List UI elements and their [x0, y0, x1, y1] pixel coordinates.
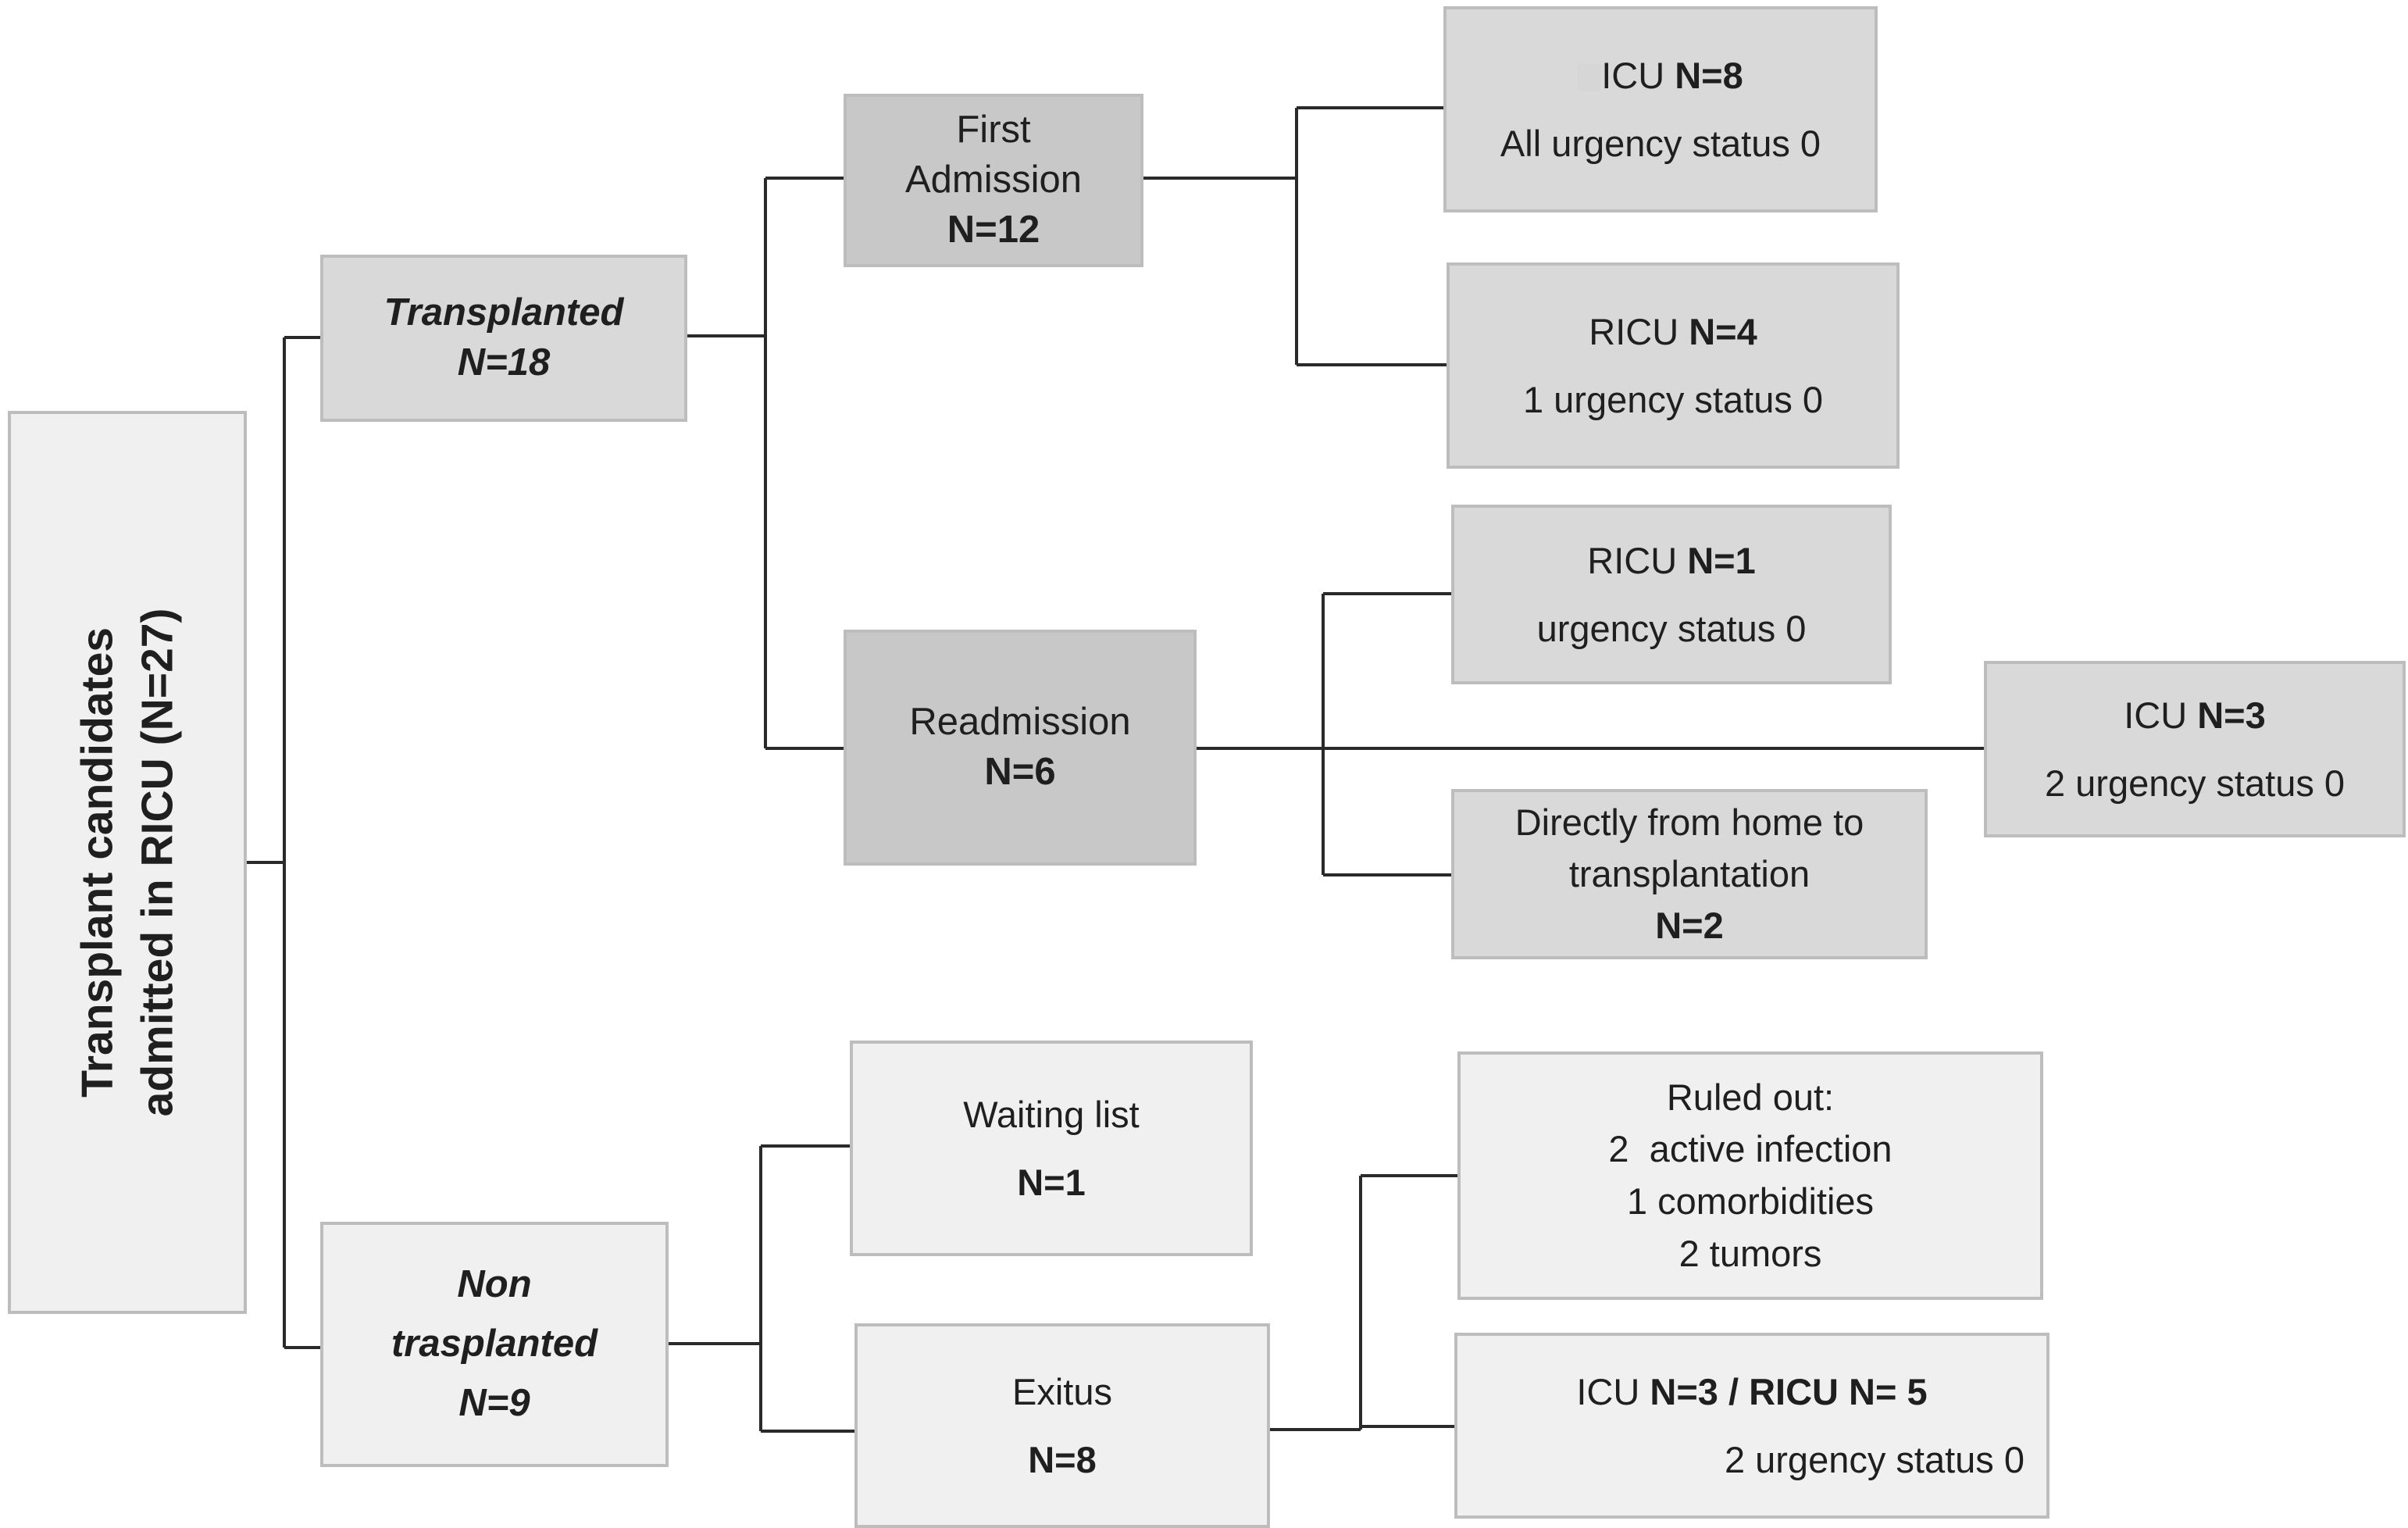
readmission-home-count: N=2: [1655, 904, 1724, 946]
transplanted-count: N=18: [457, 341, 551, 384]
non-transplanted-line2: trasplanted: [391, 1323, 598, 1366]
readmission-ricu-node: RICU N=1 urgency status 0: [1451, 505, 1892, 684]
first-admission-ricu-node: RICU N=4 1 urgency status 0: [1447, 262, 1900, 469]
exitus-icu-ricu-node: ICU N=3 / RICU N= 5 2 urgency status 0: [1454, 1333, 2049, 1519]
readmission-icu-detail: 2 urgency status 0: [2044, 762, 2346, 804]
first-admission-ricu-count: N=4: [1689, 310, 1757, 352]
ruled-out-reason: 1 comorbidities: [1626, 1180, 1875, 1222]
first-admission-line2: Admission: [904, 159, 1083, 202]
readmission-ricu-detail: urgency status 0: [1536, 608, 1807, 649]
non-transplanted-line1: Non: [457, 1263, 532, 1306]
non-transplanted-count: N=9: [458, 1381, 530, 1424]
readmission-node: Readmission N=6: [844, 630, 1197, 866]
connector-exitus: [1267, 1174, 1461, 1431]
root-label-line1: Transplant candidates: [72, 627, 123, 1098]
exitus-node: Exitus N=8: [854, 1323, 1270, 1528]
root-label: Transplant candidates admitted in RICU (…: [67, 609, 187, 1117]
first-admission-count: N=12: [947, 208, 1040, 251]
exitus-icu-unit: ICU: [1576, 1370, 1640, 1412]
ruled-out-node: Ruled out: 2 active infection 1 comorbid…: [1457, 1051, 2043, 1300]
first-admission-icu-unit: ICU: [1601, 54, 1665, 96]
connector-transplanted: [685, 177, 847, 750]
waiting-list-node: Waiting list N=1: [850, 1041, 1253, 1256]
first-admission-icu-detail: All urgency status 0: [1500, 123, 1821, 164]
first-admission-icu-count: N=8: [1675, 54, 1743, 96]
root-node: Transplant candidates admitted in RICU (…: [8, 411, 247, 1314]
connector-first-admission: [1141, 106, 1450, 366]
exitus-label: Exitus: [1012, 1370, 1112, 1412]
exitus-icu-ricu-header: ICU N=3 / RICU N= 5: [1576, 1368, 1927, 1416]
exitus-count: N=8: [1028, 1439, 1097, 1480]
ruled-out-reason: 2 tumors: [1678, 1232, 1822, 1274]
non-transplanted-node: Non trasplanted N=9: [320, 1222, 669, 1467]
readmission-home-line1: Directly from home to: [1514, 801, 1864, 844]
waiting-list-label: Waiting list: [963, 1093, 1140, 1135]
transplanted-label: Transplanted: [383, 291, 624, 334]
readmission-icu-header: ICU N=3: [2124, 691, 2266, 739]
first-admission-line1: First: [956, 109, 1031, 152]
readmission-label: Readmission: [909, 701, 1131, 744]
readmission-home-node: Directly from home to transplantation N=…: [1451, 789, 1928, 959]
connector-root: [247, 336, 323, 1349]
ruled-out-reason: 2 active infection: [1608, 1128, 1893, 1170]
first-admission-icu-header: ICU N=8: [1578, 52, 1743, 99]
connector-readmission: [1193, 592, 1987, 876]
readmission-icu-node: ICU N=3 2 urgency status 0: [1984, 661, 2406, 837]
connector-non-transplanted: [665, 1144, 858, 1433]
readmission-ricu-header: RICU N=1: [1587, 537, 1755, 584]
root-label-line2: admitted in RICU (N=27): [132, 608, 183, 1117]
waiting-list-count: N=1: [1017, 1162, 1086, 1203]
ruled-out-title: Ruled out:: [1666, 1076, 1835, 1118]
first-admission-node: First Admission N=12: [844, 94, 1143, 267]
readmission-ricu-unit: RICU: [1587, 539, 1678, 581]
exitus-icu-ricu-detail: 2 urgency status 0: [1724, 1439, 2025, 1480]
transplanted-node: Transplanted N=18: [320, 255, 687, 422]
readmission-count: N=6: [984, 751, 1056, 793]
first-admission-ricu-unit: RICU: [1589, 310, 1679, 352]
first-admission-icu-node: ICU N=8 All urgency status 0: [1443, 6, 1878, 212]
readmission-icu-count: N=3: [2197, 694, 2266, 736]
first-admission-ricu-header: RICU N=4: [1589, 308, 1757, 355]
first-admission-ricu-detail: 1 urgency status 0: [1522, 379, 1824, 420]
readmission-icu-unit: ICU: [2124, 694, 2188, 736]
exitus-icu-count: N=3 /: [1650, 1370, 1739, 1412]
readmission-ricu-count: N=1: [1687, 539, 1756, 581]
exitus-ricu-unit: RICU: [1749, 1370, 1839, 1412]
obscured-text-mark: [1578, 62, 1602, 91]
exitus-ricu-count: N= 5: [1849, 1370, 1928, 1412]
readmission-home-line2: transplantation: [1568, 853, 1810, 895]
